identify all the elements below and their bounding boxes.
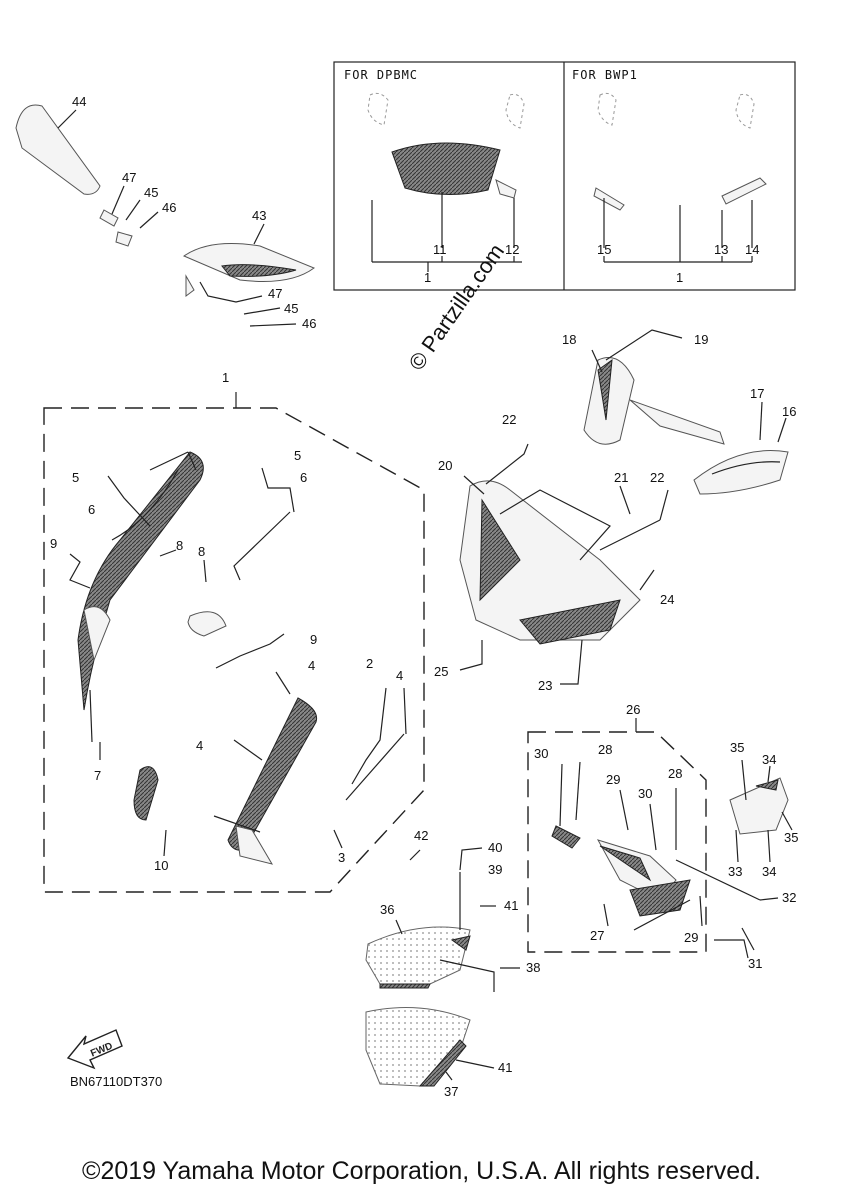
label-13: 13 bbox=[714, 242, 728, 257]
label-28-top: 28 bbox=[598, 742, 612, 757]
label-4-upper: 4 bbox=[308, 658, 315, 673]
label-19: 19 bbox=[694, 332, 708, 347]
label-31: 31 bbox=[748, 956, 762, 971]
label-6-left: 6 bbox=[88, 502, 95, 517]
assembly-26-boundary bbox=[527, 731, 707, 953]
copyright-notice: ©2019 Yamaha Motor Corporation, U.S.A. A… bbox=[82, 1157, 761, 1185]
label-34-bottom: 34 bbox=[762, 864, 776, 879]
label-7: 7 bbox=[94, 768, 101, 783]
label-41-upper: 41 bbox=[504, 898, 518, 913]
inset-title-bwp1: FOR BWP1 bbox=[572, 68, 638, 82]
label-1-main: 1 bbox=[222, 370, 229, 385]
part-18-duct bbox=[583, 357, 635, 445]
label-4-right: 4 bbox=[396, 668, 403, 683]
bwp1-ghost-right bbox=[735, 93, 755, 129]
label-2: 2 bbox=[366, 656, 373, 671]
label-25: 25 bbox=[434, 664, 448, 679]
label-9-right: 9 bbox=[310, 632, 317, 647]
label-20: 20 bbox=[438, 458, 452, 473]
variant-inset-box: FOR DPBMC FOR BWP1 11 12 1 15 13 14 1 bbox=[333, 61, 796, 291]
label-41-lower: 41 bbox=[498, 1060, 512, 1075]
lower-cover-group: 42 40 39 41 36 38 41 37 bbox=[365, 828, 540, 1099]
label-15: 15 bbox=[597, 242, 611, 257]
label-27: 27 bbox=[590, 928, 604, 943]
label-6-right: 6 bbox=[300, 470, 307, 485]
label-34-top: 34 bbox=[762, 752, 776, 767]
label-12: 12 bbox=[505, 242, 519, 257]
label-33: 33 bbox=[728, 864, 742, 879]
label-47-lower: 47 bbox=[268, 286, 282, 301]
label-30-left: 30 bbox=[534, 746, 548, 761]
label-42: 42 bbox=[414, 828, 428, 843]
label-1-dpbmc: 1 bbox=[424, 270, 431, 285]
dpbmc-ghost-right bbox=[505, 93, 525, 129]
bwp1-ghost-left bbox=[597, 92, 617, 126]
part-44-mirror bbox=[15, 104, 101, 195]
part-10-panel bbox=[133, 766, 159, 821]
label-35-top: 35 bbox=[730, 740, 744, 755]
assembly-1-boundary bbox=[43, 407, 425, 893]
label-23: 23 bbox=[538, 678, 552, 693]
label-45-lower: 45 bbox=[284, 301, 298, 316]
part-16-cover bbox=[693, 450, 789, 495]
label-29-bottom: 29 bbox=[684, 930, 698, 945]
label-9-left: 9 bbox=[50, 536, 57, 551]
label-39: 39 bbox=[488, 862, 502, 877]
label-17: 17 bbox=[750, 386, 764, 401]
label-46-upper: 46 bbox=[162, 200, 176, 215]
headlight-bracket-group: 18 19 17 16 22 20 21 22 24 25 23 bbox=[434, 329, 796, 693]
label-45-upper: 45 bbox=[144, 185, 158, 200]
label-4-center: 4 bbox=[196, 738, 203, 753]
label-35-right: 35 bbox=[784, 830, 798, 845]
part-12-bolt bbox=[495, 179, 517, 199]
label-46-lower: 46 bbox=[302, 316, 316, 331]
label-30-right: 30 bbox=[638, 786, 652, 801]
label-40: 40 bbox=[488, 840, 502, 855]
part-11-screen bbox=[391, 142, 501, 195]
label-5-right: 5 bbox=[294, 448, 301, 463]
label-16: 16 bbox=[782, 404, 796, 419]
inset-title-dpbmc: FOR DPBMC bbox=[344, 68, 418, 82]
label-21: 21 bbox=[614, 470, 628, 485]
watermark: © Partzilla.com bbox=[404, 239, 510, 375]
label-18: 18 bbox=[562, 332, 576, 347]
part-13-bracket bbox=[721, 177, 767, 205]
dpbmc-ghost-left bbox=[367, 92, 389, 126]
label-44: 44 bbox=[72, 94, 86, 109]
part-20-bracket bbox=[459, 480, 641, 641]
label-29-top: 29 bbox=[606, 772, 620, 787]
label-22-upper: 22 bbox=[502, 412, 516, 427]
fwd-arrow-icon: FWD bbox=[66, 1029, 123, 1070]
label-28-right: 28 bbox=[668, 766, 682, 781]
label-1-bwp1: 1 bbox=[676, 270, 683, 285]
label-24: 24 bbox=[660, 592, 674, 607]
diagram-code: BN67110DT370 bbox=[70, 1074, 162, 1089]
label-5-left: 5 bbox=[72, 470, 79, 485]
label-8-lower: 8 bbox=[198, 544, 205, 559]
mirror-assembly-left: 44 47 45 46 43 47 45 46 bbox=[15, 94, 316, 331]
bracket-assembly-26: 26 30 28 29 30 28 27 29 35 34 35 33 34 bbox=[527, 702, 798, 971]
label-32: 32 bbox=[782, 890, 796, 905]
label-8-upper: 8 bbox=[176, 538, 183, 553]
part-15-bracket bbox=[593, 187, 625, 211]
part-36-cover bbox=[365, 926, 471, 985]
label-3: 3 bbox=[338, 850, 345, 865]
label-43: 43 bbox=[252, 208, 266, 223]
label-37: 37 bbox=[444, 1084, 458, 1099]
label-47-upper: 47 bbox=[122, 170, 136, 185]
label-10: 10 bbox=[154, 858, 168, 873]
label-22-right: 22 bbox=[650, 470, 664, 485]
label-11: 11 bbox=[433, 242, 447, 257]
label-36: 36 bbox=[380, 902, 394, 917]
label-26: 26 bbox=[626, 702, 640, 717]
label-38: 38 bbox=[526, 960, 540, 975]
cowling-assembly-1: 1 5 6 9 8 8 5 6 9 bbox=[43, 370, 425, 893]
label-14: 14 bbox=[745, 242, 759, 257]
part-left-cowl bbox=[77, 451, 204, 711]
